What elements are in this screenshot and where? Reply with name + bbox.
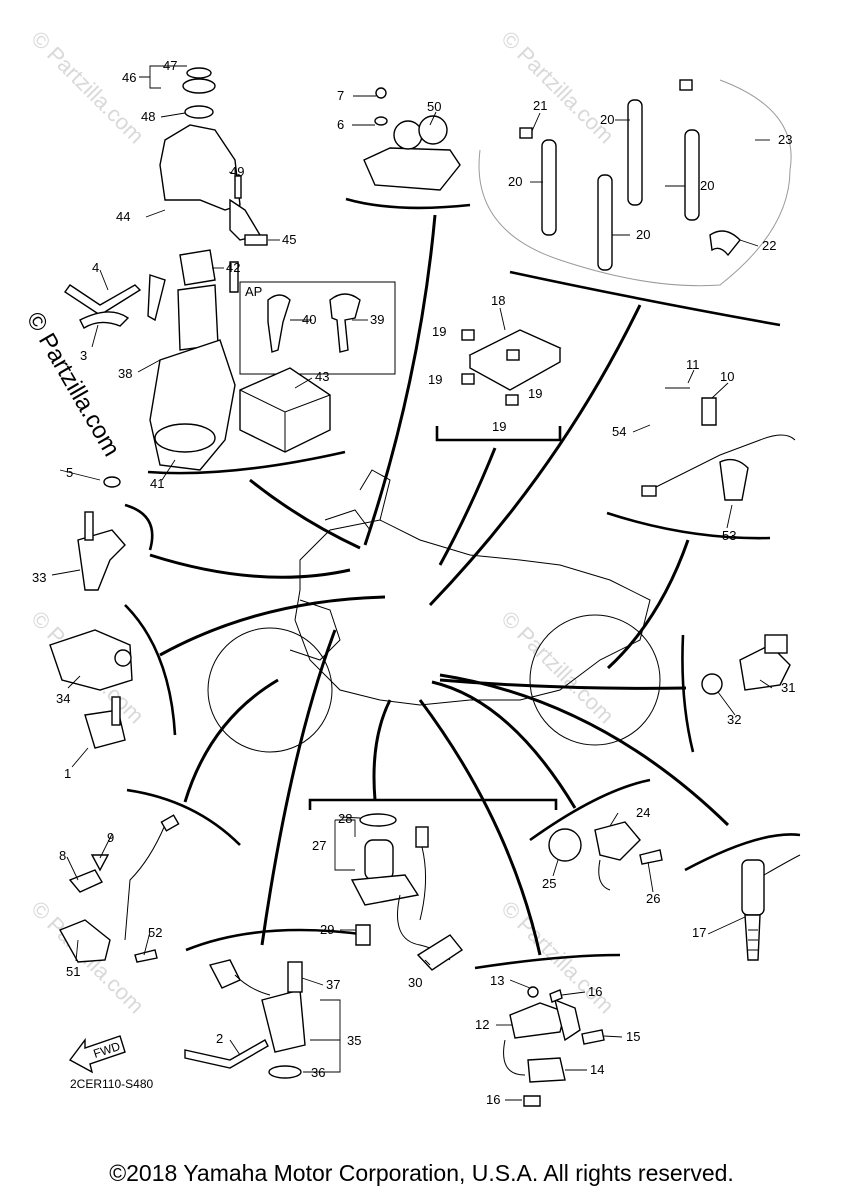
part-number-label: 19 [432,324,446,339]
speed-sensor-assembly [641,387,796,501]
ap-box-label: AP [245,284,262,299]
copyright-notice: ©2018 Yamaha Motor Corporation, U.S.A. A… [109,1160,734,1186]
part-number-label: 1 [64,766,71,781]
part-number-label: 29 [320,922,334,937]
part-number-label: 24 [636,805,650,820]
callout-frames [124,197,801,970]
part-number-label: 27 [312,838,326,853]
part-number-label: 5 [66,465,73,480]
part-number-label: 18 [491,293,505,308]
part-number-label: 28 [338,811,352,826]
part-number-label: 8 [59,848,66,863]
part-number-label: 13 [490,973,504,988]
main-switch-assembly [64,67,396,471]
part-number-label: 32 [727,712,741,727]
part-number-label: 30 [408,975,422,990]
part-number-label: 22 [762,238,776,253]
cam-sensor-assembly [184,959,306,1079]
watermark-text: © Partzilla.com [26,26,149,149]
part-number-label: 53 [722,528,736,543]
temperature-sensor [701,634,791,695]
throttle-sensor-assembly [548,821,663,891]
part-number-label: 34 [56,691,70,706]
ignition-coils [478,79,792,287]
part-number-label: 51 [66,964,80,979]
part-number-label: 11 [686,357,700,372]
part-number-label: 44 [116,209,130,224]
part-number-label: 6 [337,117,344,132]
part-number-label: 21 [533,98,547,113]
part-number-label: 19 [528,386,542,401]
part-number-label: 35 [347,1033,361,1048]
oil-sensor [741,854,801,961]
part-number-label: 16 [588,984,602,999]
part-number-label: 20 [508,174,522,189]
part-number-label: 48 [141,109,155,124]
part-number-label: 20 [700,178,714,193]
crank-sensor-assembly [58,814,180,963]
part-number-label: 3 [80,348,87,363]
watermarks: © Partzilla.com © Partzilla.com © Partzi… [21,26,619,1019]
part-number-label: 47 [163,58,177,73]
part-number-label: 49 [230,164,244,179]
part-number-label: 40 [302,312,316,327]
part-number-label: 46 [122,70,136,85]
callout-lines [149,214,730,956]
part-number-label: 41 [150,476,164,491]
part-number-label: 42 [226,260,240,275]
part-number-label: 20 [600,112,614,127]
fwd-arrow-icon: FWD [68,1035,126,1074]
part-number-label: 54 [612,424,626,439]
part-number-label: 38 [118,366,132,381]
watermark-main: © Partzilla.com [21,308,125,462]
part-number-label: 45 [282,232,296,247]
part-number-label: 52 [148,925,162,940]
part-number-label: 33 [32,570,46,585]
part-number-label: 20 [636,227,650,242]
part-number-label: 25 [542,876,556,891]
part-number-label: 31 [781,680,795,695]
part-number-label: 9 [107,830,114,845]
diagram-code: 2CER110-S480 [70,1077,153,1091]
part-number-label: 10 [720,369,734,384]
part-number-label: 4 [92,260,99,275]
part-number-label: 19 [492,419,506,434]
part-number-label: 16 [486,1092,500,1107]
part-number-label: 7 [337,88,344,103]
part-number-label: 15 [626,1029,640,1044]
part-number-label: 12 [475,1017,489,1032]
relay-unit [363,87,461,191]
part-number-label: 23 [778,132,792,147]
part-number-label: 2 [216,1031,223,1046]
part-number-label: 17 [692,925,706,940]
watermark-text: © Partzilla.com [496,26,619,149]
part-number-label: 39 [370,312,384,327]
part-number-label: 36 [311,1065,325,1080]
lean-sensor-assembly [503,986,605,1107]
part-number-label: 50 [427,99,441,114]
part-number-label: 37 [326,977,340,992]
part-number-label: 43 [315,369,329,384]
ecu-unit [461,329,562,406]
part-number-label: 19 [428,372,442,387]
fuel-pump-assembly [350,813,464,971]
part-number-label: 14 [590,1062,604,1077]
part-number-label: 26 [646,891,660,906]
part-labels: 46 47 48 49 44 45 42 4 3 38 AP 40 39 43 … [32,58,795,1107]
left-sensors [49,476,133,749]
